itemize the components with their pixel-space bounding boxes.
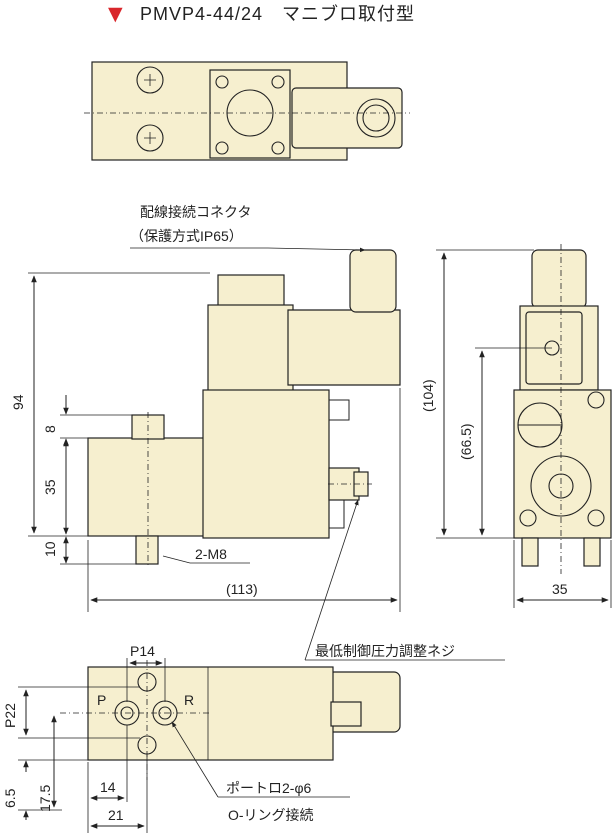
- connector-callout-line1: 配線接続コネクタ: [140, 204, 251, 220]
- connector-callout: 配線接続コネクタ （保護方式IP65）: [130, 204, 366, 253]
- dim-port-offset-x1: 14: [100, 779, 116, 795]
- port-callout: ポートロ2-φ6 O-リング接続: [171, 721, 350, 823]
- front-dimensions: 94 8 35 10 (113) 2-M8: [10, 272, 401, 612]
- port-callout-line1: ポートロ2-φ6: [226, 780, 312, 796]
- port-p-label: P: [97, 692, 106, 708]
- side-pin-left: [521, 537, 539, 567]
- bottom-view: P R: [60, 660, 401, 780]
- dim-port-pitch-y: P22: [2, 703, 18, 728]
- top-view: [84, 61, 410, 161]
- dim-port-offset-x2: 21: [108, 807, 124, 823]
- title-marker: ▼: [108, 3, 123, 25]
- side-bolt-icon: [587, 391, 605, 409]
- side-pin-right: [583, 537, 601, 567]
- dim-boss-height: 8: [42, 425, 58, 433]
- dim-pin-height: 10: [42, 541, 58, 557]
- dim-body-height: 35: [42, 479, 58, 495]
- solenoid-top-block: [217, 274, 285, 308]
- bolt-icon: [271, 141, 285, 155]
- title-block: ▼ PMVP4-44/24 マニブロ取付型: [108, 3, 415, 25]
- dim-port-offset-y2: 17.5: [37, 785, 53, 812]
- dim-port-offset-y1: 6.5: [2, 788, 18, 808]
- side-dimensions: (104) (66.5) 35: [420, 249, 612, 608]
- dim-side-center: (66.5): [458, 423, 474, 460]
- screw-icon: [136, 66, 164, 94]
- bolt-icon: [271, 75, 285, 89]
- bottom-adjust-screw: [330, 701, 362, 727]
- page-title: PMVP4-44/24 マニブロ取付型: [140, 3, 415, 24]
- bolt-icon: [215, 75, 229, 89]
- side-connector-cap: [531, 249, 587, 309]
- connector-cap: [349, 249, 397, 313]
- side-bolt-icon: [519, 509, 537, 527]
- side-bolt-icon: [587, 509, 605, 527]
- solenoid-coil: [207, 304, 294, 394]
- bolt-icon: [215, 141, 229, 155]
- dim-side-width: 35: [552, 581, 568, 597]
- pressure-screw-label: 最低制御圧力調整ネジ: [315, 643, 455, 659]
- dim-port-pitch-x: P14: [130, 643, 155, 659]
- valve-block: [202, 389, 330, 539]
- bottom-dimensions: P14 P22 6.5 17.5 14 21: [2, 643, 166, 833]
- thread-callout: 2-M8: [195, 546, 227, 562]
- side-view: [513, 244, 612, 574]
- screw-icon: [136, 124, 164, 152]
- dim-total-width: (113): [226, 581, 258, 597]
- front-view: [87, 249, 401, 568]
- pin-left: [135, 535, 159, 565]
- pressure-screw-callout: 最低制御圧力調整ネジ: [304, 499, 505, 661]
- port-callout-line2: O-リング接続: [228, 807, 314, 823]
- dim-total-height: 94: [10, 394, 26, 410]
- dim-side-height: (104): [420, 379, 436, 412]
- connector-callout-line2: （保護方式IP65）: [130, 228, 243, 244]
- port-r-label: R: [184, 692, 194, 708]
- connector-housing: [287, 309, 401, 386]
